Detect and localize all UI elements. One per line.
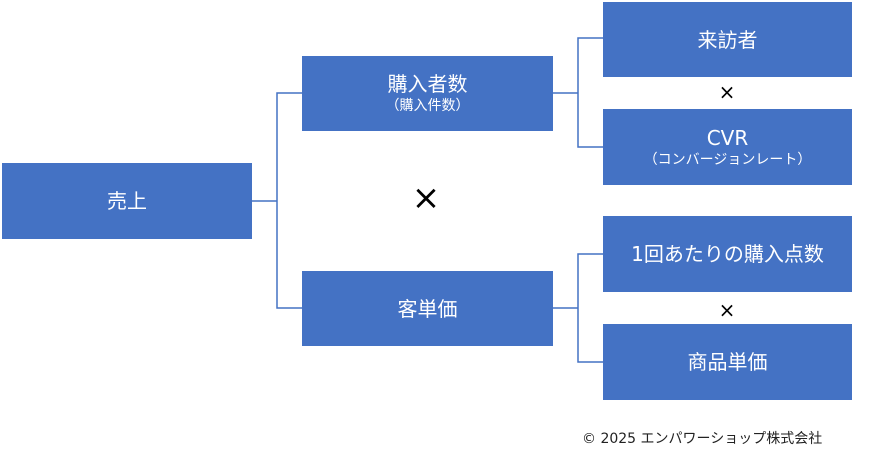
copyright-notice: © 2025 エンパワーショップ株式会社 (582, 431, 823, 447)
node-sales-label: 売上 (107, 189, 147, 213)
node-visitors: 来訪者 (603, 2, 852, 77)
multiply-operator-lower: × (718, 298, 736, 322)
node-avg-price-label: 客単価 (397, 296, 458, 321)
node-unit-price-label: 商品単価 (687, 350, 768, 374)
node-buyers: 購入者数 （購入件数） (302, 56, 553, 131)
node-unit-price: 商品単価 (603, 324, 852, 400)
node-items-per-order: 1回あたりの購入点数 (603, 216, 852, 292)
node-cvr-sublabel: （コンバージョンレート） (643, 151, 812, 168)
node-cvr: CVR （コンバージョンレート） (603, 109, 852, 185)
node-cvr-label: CVR (706, 125, 749, 150)
node-sales: 売上 (2, 163, 252, 239)
multiply-operator-upper: × (718, 80, 736, 104)
node-items-per-order-label: 1回あたりの購入点数 (631, 242, 824, 266)
node-buyers-sublabel: （購入件数） (385, 98, 470, 115)
node-visitors-label: 来訪者 (697, 27, 758, 52)
multiply-operator-main: × (411, 178, 441, 218)
node-avg-price: 客単価 (302, 271, 553, 346)
node-buyers-label: 購入者数 (387, 72, 468, 97)
